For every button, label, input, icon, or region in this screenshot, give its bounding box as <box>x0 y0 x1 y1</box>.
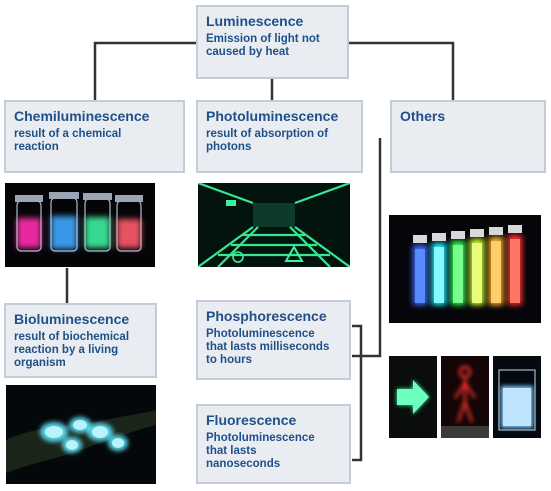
fluorescence-desc: Photoluminescence that lasts nanoseconds <box>206 432 315 470</box>
photoluminescence-box: Photoluminescence result of absorption o… <box>196 100 363 173</box>
fluorescence-box: Fluorescence Photoluminescence that last… <box>196 404 351 484</box>
connector-root-chemi <box>93 41 196 101</box>
photoluminescence-desc: result of absorption of photons <box>206 128 329 153</box>
chemiluminescence-box: Chemiluminescence result of a chemical r… <box>4 100 185 173</box>
others-box: Others <box>390 100 546 173</box>
phosphorescence-desc: Photoluminescence that lasts millisecond… <box>206 328 330 366</box>
fluorescence-title: Fluorescence <box>206 412 297 428</box>
phosphorescence-box: Phosphorescence Photoluminescence that l… <box>196 300 351 380</box>
rainbow-fluorescent-vials-photo <box>389 215 541 323</box>
glowing-mushrooms-photo <box>6 385 156 484</box>
glow-in-dark-corridor-photo <box>198 183 350 267</box>
connector-root-others <box>349 41 455 101</box>
luminescence-title: Luminescence <box>206 13 304 29</box>
bioluminescence-desc: result of biochemical reaction by a livi… <box>14 331 130 369</box>
luminescence-box: Luminescence Emission of light not cause… <box>196 5 349 79</box>
chemiluminescence-desc: result of a chemical reaction <box>14 128 122 153</box>
phosphorescence-title: Phosphorescence <box>206 308 327 324</box>
photoluminescence-title: Photoluminescence <box>206 108 339 124</box>
others-title: Others <box>400 108 446 124</box>
chemiluminescence-title: Chemiluminescence <box>14 108 150 124</box>
glowing-vials-photo <box>5 183 155 267</box>
bioluminescence-box: Bioluminescence result of biochemical re… <box>4 303 157 378</box>
connector-phos-fluo <box>352 324 363 462</box>
led-signs-and-glowing-beaker-photo <box>389 356 541 438</box>
bioluminescence-title: Bioluminescence <box>14 311 130 327</box>
luminescence-desc: Emission of light not caused by heat <box>206 33 320 58</box>
